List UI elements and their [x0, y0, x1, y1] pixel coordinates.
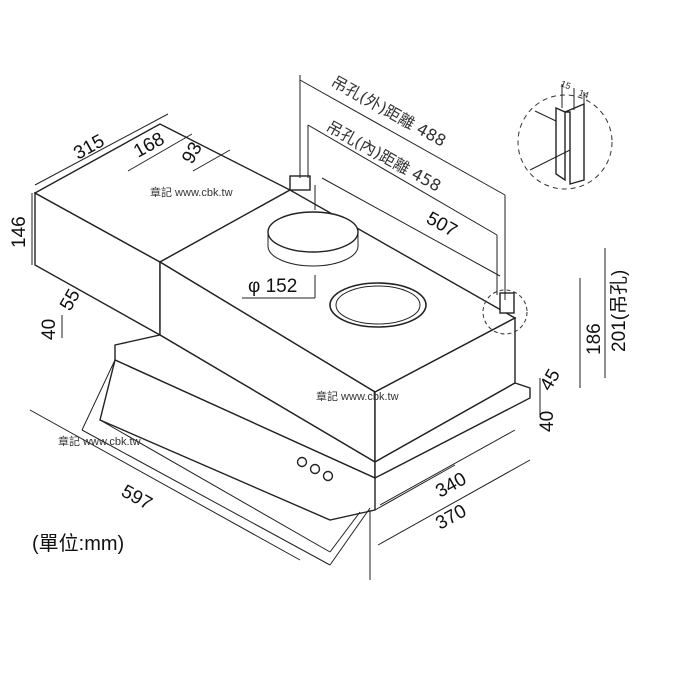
bracket-dim-14: 14	[577, 87, 590, 100]
dim-duct-diameter: φ 152	[248, 276, 297, 297]
dim-340: 340	[432, 469, 470, 503]
dim-201-hanging-hole: 201(吊孔)	[608, 270, 630, 352]
dim-370: 370	[432, 501, 470, 535]
watermark: 章記 www.cbk.tw	[316, 389, 399, 403]
dim-146: 146	[9, 216, 30, 248]
button-3	[322, 470, 334, 482]
mounting-brackets	[289, 175, 528, 335]
watermark: 章記 www.cbk.tw	[150, 185, 233, 199]
dim-40-right: 40	[537, 411, 558, 432]
bracket-detail-callout: 15 14	[517, 78, 613, 190]
bracket-dim-15: 15	[559, 78, 572, 91]
exhaust-opening	[329, 282, 427, 328]
control-buttons	[296, 456, 334, 482]
button-1	[296, 456, 308, 468]
unit-label: (單位:mm)	[32, 532, 124, 555]
button-2	[309, 463, 321, 475]
dim-597: 597	[118, 481, 156, 515]
dim-40-left: 40	[39, 319, 60, 340]
dim-186: 186	[584, 323, 605, 355]
duct-collar	[267, 211, 359, 267]
hood-body	[33, 123, 531, 566]
dimension-lines	[29, 75, 606, 580]
watermark: 章記 www.cbk.tw	[58, 434, 141, 448]
